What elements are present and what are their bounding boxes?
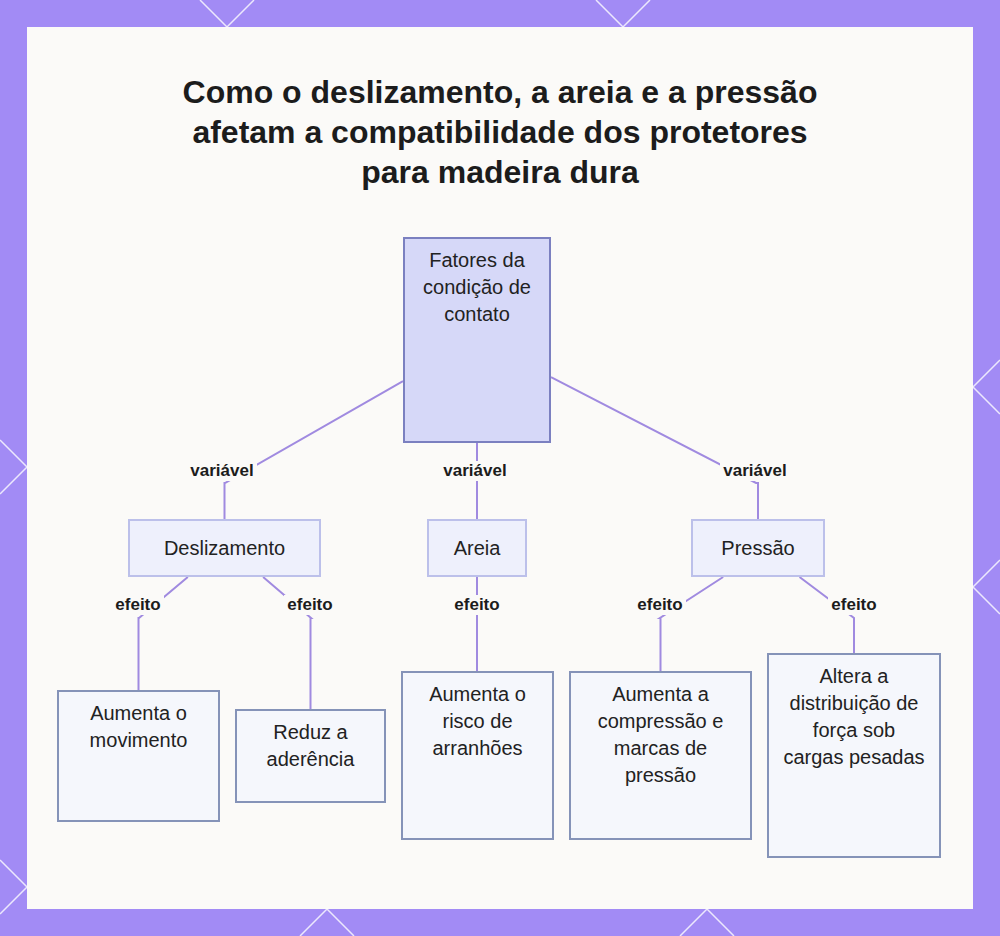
node-text: Pressão (721, 535, 794, 562)
effect-box: Aumenta o movimento (57, 690, 220, 822)
edge-label: variável (440, 461, 509, 481)
node-text: Aumenta o movimento (71, 700, 206, 754)
effect-box: Aumenta o risco de arranhões (401, 671, 554, 840)
connector-line (139, 577, 188, 690)
diagram-title: Como o deslizamento, a areia e a pressão… (170, 72, 830, 192)
edge-label: variável (187, 461, 256, 481)
category-box: Areia (427, 519, 527, 577)
effect-box: Reduz a aderência (235, 709, 386, 803)
node-text: Aumenta a compressão e marcas de pressão (583, 681, 738, 789)
effect-box: Aumenta a compressão e marcas de pressão (569, 671, 752, 840)
edge-label: efeito (451, 595, 502, 615)
node-text: Altera a distribuição de força sob carga… (781, 663, 927, 771)
node-text: Fatores da condição de contato (415, 247, 539, 328)
category-box: Pressão (691, 519, 825, 577)
connector-line (800, 577, 854, 653)
edge-label: efeito (284, 595, 335, 615)
edge-label: efeito (634, 595, 685, 615)
connector-line (225, 381, 404, 519)
node-text: Deslizamento (164, 535, 285, 562)
category-box: Deslizamento (128, 519, 321, 577)
node-text: Areia (454, 535, 501, 562)
connector-line (476, 443, 478, 519)
effect-box: Altera a distribuição de força sob carga… (767, 653, 941, 858)
edge-label: efeito (112, 595, 163, 615)
node-text: Aumenta o risco de arranhões (415, 681, 540, 762)
edge-label: variável (720, 461, 789, 481)
root-box: Fatores da condição de contato (403, 237, 551, 443)
connector-line (476, 577, 478, 671)
node-text: Reduz a aderência (249, 719, 372, 773)
connector-line (551, 377, 758, 519)
connector-line (660, 577, 723, 671)
edge-label: efeito (828, 595, 879, 615)
